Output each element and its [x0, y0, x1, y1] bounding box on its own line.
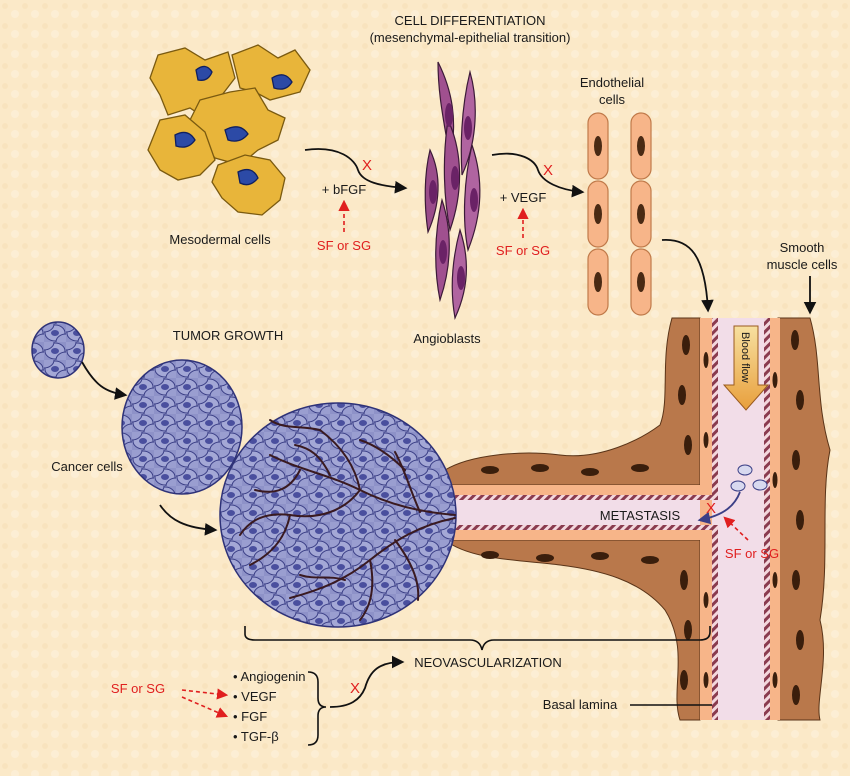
- vegf-label: + VEGF: [500, 190, 547, 205]
- bfgf-label: + bFGF: [322, 182, 366, 197]
- tumor-vessel-network: [239, 419, 456, 621]
- smooth-muscle-label-line1: Smooth: [780, 240, 825, 255]
- tumor-growth-title: TUMOR GROWTH: [173, 328, 283, 343]
- basal-lamina-label: Basal lamina: [543, 697, 618, 712]
- arrow-small-to-medium: [81, 361, 128, 400]
- cancer-cells-small: [31, 321, 85, 379]
- neovascularization-title: NEOVASCULARIZATION: [414, 655, 562, 670]
- blood-flow-arrow: [722, 325, 770, 411]
- endothelial-label-line2: cells: [599, 92, 626, 107]
- factor-vegf: • VEGF: [233, 689, 277, 704]
- block-mark-bfgf: X: [362, 157, 372, 174]
- angioblasts-group: [424, 61, 481, 320]
- smooth-muscle-label-line2: muscle cells: [767, 257, 838, 272]
- cell-differentiation-title: CELL DIFFERENTIATION: [395, 13, 546, 28]
- inhibit-arrow-fgf: [181, 696, 229, 718]
- inhibit-arrow-vegf-2: [181, 688, 229, 700]
- arrow-medium-to-large: [159, 504, 218, 536]
- arrow-to-neovascularization: [329, 655, 405, 708]
- blood-vessel: Blood flow: [443, 317, 831, 721]
- metastasis-label: METASTASIS: [600, 508, 681, 523]
- block-mark-vegf: X: [543, 162, 553, 179]
- sf-sg-label-2: SF or SG: [496, 243, 550, 258]
- neovascularization-bracket: [244, 626, 711, 651]
- factor-tgf-beta: • TGF-β: [233, 729, 279, 744]
- sf-sg-label-3: SF or SG: [725, 546, 779, 561]
- block-mark-metastasis: X: [706, 500, 716, 517]
- factor-fgf: • FGF: [233, 709, 267, 724]
- endothelial-cells-group: [587, 112, 652, 316]
- sf-sg-label-4: SF or SG: [111, 681, 165, 696]
- arrow-angioblasts-to-endothelial: [491, 152, 585, 198]
- endothelial-label-line1: Endothelial: [580, 75, 644, 90]
- metastasis-arrow: [697, 491, 741, 525]
- blood-flow-label: Blood flow: [739, 332, 751, 383]
- sf-sg-label-1: SF or SG: [317, 238, 371, 253]
- mesodermal-cells-label: Mesodermal cells: [169, 232, 271, 247]
- arrow-mesodermal-to-angioblasts: [304, 148, 408, 194]
- factors-brace: [307, 671, 327, 746]
- cancer-cells-medium: [121, 359, 243, 495]
- tumor-large: [219, 402, 457, 628]
- mesenchymal-subtitle: (mesenchymal-epithelial transition): [370, 30, 571, 45]
- block-mark-neovascularization: X: [350, 680, 360, 697]
- inhibit-arrow-metastasis: [723, 516, 749, 541]
- mesodermal-cells-group: [147, 44, 311, 216]
- arrow-endothelial-to-vessel: [661, 239, 714, 313]
- angioblasts-label: Angioblasts: [413, 331, 481, 346]
- cancer-cells-label: Cancer cells: [51, 459, 123, 474]
- factor-angiogenin: • Angiogenin: [233, 669, 306, 684]
